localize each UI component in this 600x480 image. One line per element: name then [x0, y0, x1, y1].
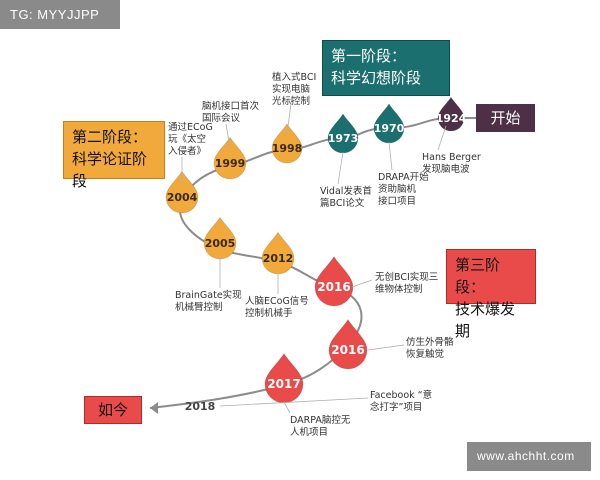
- milestone-annotation-line: 机械臂控制: [175, 302, 223, 313]
- milestone-annotation: 脑机接口首次国际会议: [202, 101, 259, 125]
- milestone-drop: [213, 136, 247, 180]
- milestone-year: 1973: [328, 132, 359, 145]
- milestone-annotation: Vidal发表首篇BCI论文: [320, 186, 372, 210]
- milestone-drop: [328, 318, 368, 370]
- milestone-annotation-line: 控制机械手: [245, 308, 293, 319]
- annotation-connector: [337, 151, 344, 185]
- timeline-arrow-head: [150, 402, 158, 414]
- milestone-annotation-line: 入侵者》: [168, 146, 207, 157]
- stage-3-title: 第三阶段：: [455, 256, 501, 296]
- milestone-annotation: DRAPA开始资助脑机接口项目: [378, 172, 429, 208]
- milestone-year: 2016: [317, 280, 350, 294]
- milestone-annotation-line: 脑机接口首次: [202, 101, 260, 112]
- milestone-annotation: 仿生外骨骼恢复触觉: [406, 337, 454, 361]
- stage-1-box: 第一阶段： 科学幻想阶段: [322, 40, 450, 96]
- milestone-year: 1924: [436, 112, 467, 125]
- milestone-annotation: Facebook “意念打字”项目: [370, 390, 432, 414]
- stage-3-box: 第三阶段： 技术爆发期: [446, 249, 536, 340]
- milestone-annotation-line: Vidal发表首: [320, 186, 372, 197]
- milestone-annotation-line: DARPA脑控无: [290, 415, 351, 426]
- milestone-annotation-line: BrainGate实现: [175, 290, 242, 301]
- milestone-annotation-line: 人脑ECoG信号: [245, 296, 309, 307]
- milestone-annotation-line: DRAPA开始: [378, 172, 429, 183]
- start-box: 开始: [476, 104, 535, 132]
- stage-2-subtitle: 科学论证阶段: [72, 150, 148, 190]
- milestone-year: 1970: [374, 122, 405, 135]
- annotation-connector: [286, 95, 293, 135]
- milestone-annotation-line: 发现脑电波: [422, 164, 470, 175]
- milestone-annotation-line: 念打字”项目: [370, 402, 423, 413]
- milestone-drop: [165, 170, 199, 214]
- milestone-annotation-line: 玩《太空: [168, 134, 207, 145]
- stage-1-title: 第一阶段：: [331, 47, 407, 65]
- watermark-top-left: TG: MYYJJPP: [0, 0, 120, 29]
- milestone-annotation-line: 接口项目: [378, 196, 417, 207]
- milestone-drop: [314, 255, 354, 307]
- stage-3-subtitle: 技术爆发期: [455, 300, 516, 340]
- milestone-annotation-line: Facebook “意: [370, 390, 433, 401]
- milestone-year: 2017: [267, 377, 300, 391]
- milestone-annotation-line: 通过ECoG: [168, 122, 213, 133]
- annotation-connector: [219, 397, 369, 407]
- annotation-connector: [388, 141, 393, 171]
- milestone-drop: [271, 123, 303, 164]
- now-box: 如今: [84, 396, 142, 424]
- milestone-year: 2004: [167, 191, 198, 204]
- milestone-annotation-line: 篇BCI论文: [320, 198, 365, 209]
- milestone-year: 1999: [215, 157, 246, 170]
- milestone-annotation-line: 仿生外骨骼: [406, 337, 454, 348]
- milestone-year: 2016: [331, 343, 364, 357]
- milestone-annotation-line: 资助脑机: [378, 184, 417, 195]
- milestone-annotation-line: 维物体控制: [375, 284, 423, 295]
- milestone-annotation-line: 恢复触觉: [406, 349, 445, 360]
- milestone-annotation-line: 实现电脑: [272, 84, 311, 95]
- annotation-connector: [437, 125, 447, 151]
- milestone-drop: [437, 96, 465, 132]
- stage-2-title: 第二阶段：: [72, 128, 148, 146]
- milestone-annotation-line: 植入式BCI: [272, 72, 317, 83]
- milestone-annotation: 人脑ECoG信号控制机械手: [245, 296, 309, 320]
- milestone-annotation-line: 光标控制: [272, 96, 311, 107]
- milestone-annotation-line: 人机项目: [290, 427, 329, 438]
- milestone-annotation-line: 无创BCI实现三: [375, 272, 439, 283]
- watermark-bottom-right: www.ahchht.com: [467, 442, 591, 471]
- milestone-annotation: BrainGate实现机械臂控制: [175, 290, 242, 314]
- milestone-annotation: 无创BCI实现三维物体控制: [375, 272, 438, 296]
- annotation-connector: [367, 344, 405, 351]
- milestone-annotation: DARPA脑控无人机项目: [290, 415, 350, 439]
- stage-1-subtitle: 科学幻想阶段: [331, 69, 422, 87]
- stage-2-box: 第二阶段： 科学论证阶段: [63, 121, 165, 190]
- milestone-annotation-line: Hans Berger: [422, 152, 481, 163]
- milestone-year: 2012: [263, 252, 294, 265]
- milestone-year: 1998: [272, 142, 303, 155]
- milestone-year: 2018: [185, 400, 216, 413]
- annotation-connector: [351, 279, 373, 288]
- annotation-connector: [283, 401, 291, 414]
- annotation-connector: [225, 123, 231, 149]
- milestone-year: 2005: [205, 237, 236, 250]
- milestone-annotation-line: 国际会议: [202, 113, 241, 124]
